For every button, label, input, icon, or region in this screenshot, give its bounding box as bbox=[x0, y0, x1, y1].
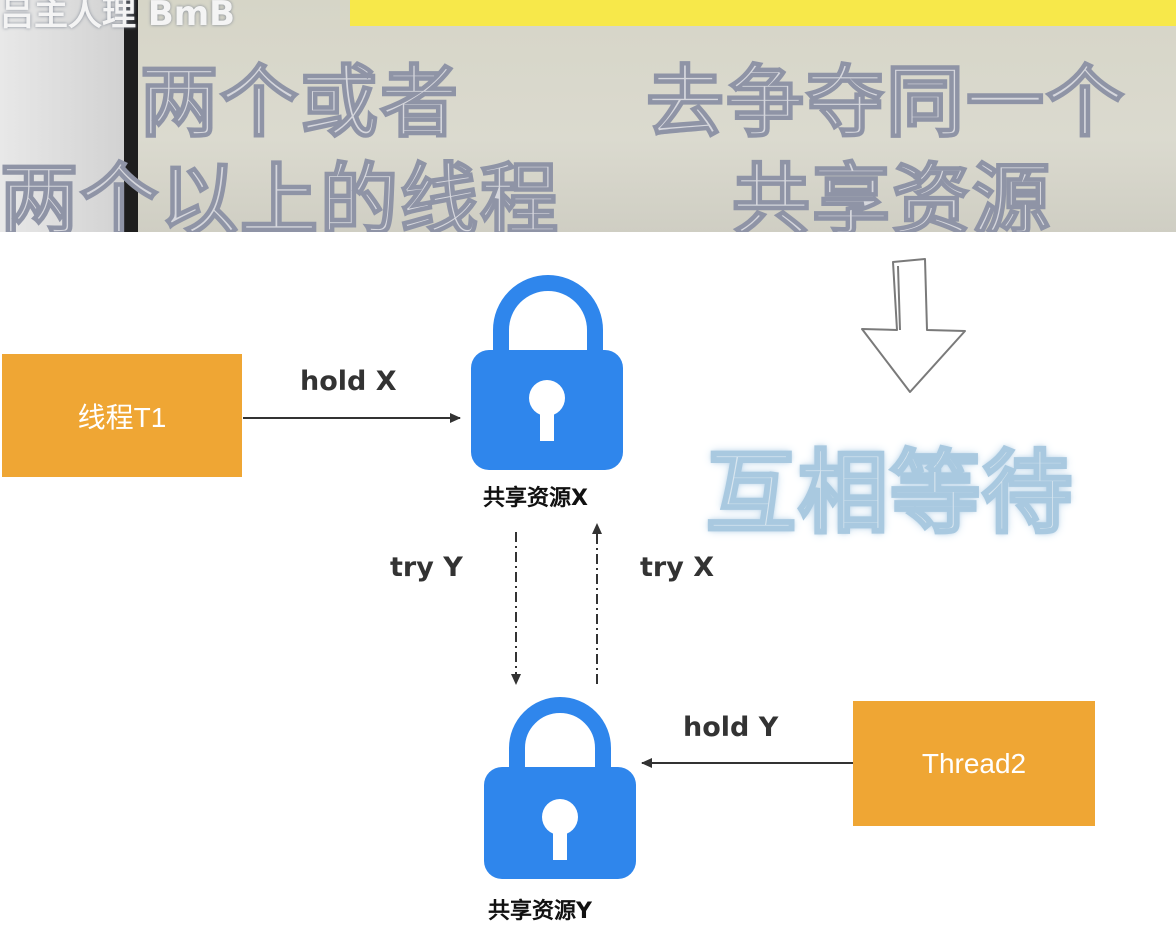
banner-post bbox=[124, 0, 138, 232]
lock-y-caption: 共享资源Y bbox=[488, 899, 592, 924]
lock-icon bbox=[471, 275, 623, 470]
thread2-label: Thread2 bbox=[921, 747, 1027, 779]
banner-yellow-strip bbox=[350, 0, 1176, 26]
lock-icon bbox=[484, 697, 636, 879]
try-x-label: try X bbox=[640, 552, 715, 583]
hold-y-label: hold Y bbox=[683, 712, 779, 743]
subtitle-line1-left: 两个或者 bbox=[139, 57, 461, 149]
banner-board bbox=[138, 0, 1176, 232]
subtitle-line2-right: 共享资源 bbox=[731, 155, 1053, 232]
subtitle-line1-right: 去争夺同一个 bbox=[645, 57, 1127, 149]
banner-wall bbox=[0, 0, 140, 232]
thread1-label: 线程T1 bbox=[77, 401, 167, 433]
thread1-box: 线程T1 bbox=[2, 354, 242, 477]
down-arrow-sketch-icon bbox=[861, 258, 966, 393]
lock-x-caption: 共享资源X bbox=[483, 486, 588, 511]
hold-x-label: hold X bbox=[300, 366, 397, 397]
video-banner: 吕主人理 BmB 两个或者 去争夺同一个 两个以上的线程 共享资源 bbox=[0, 0, 1176, 232]
mutual-wait-annotation: 互相等待 bbox=[705, 440, 1074, 548]
subtitle-line2-left: 两个以上的线程 bbox=[0, 155, 561, 232]
thread2-box: Thread2 bbox=[853, 701, 1095, 826]
banner-corner-text: 吕主人理 BmB bbox=[0, 0, 236, 34]
try-y-label: try Y bbox=[390, 552, 463, 583]
